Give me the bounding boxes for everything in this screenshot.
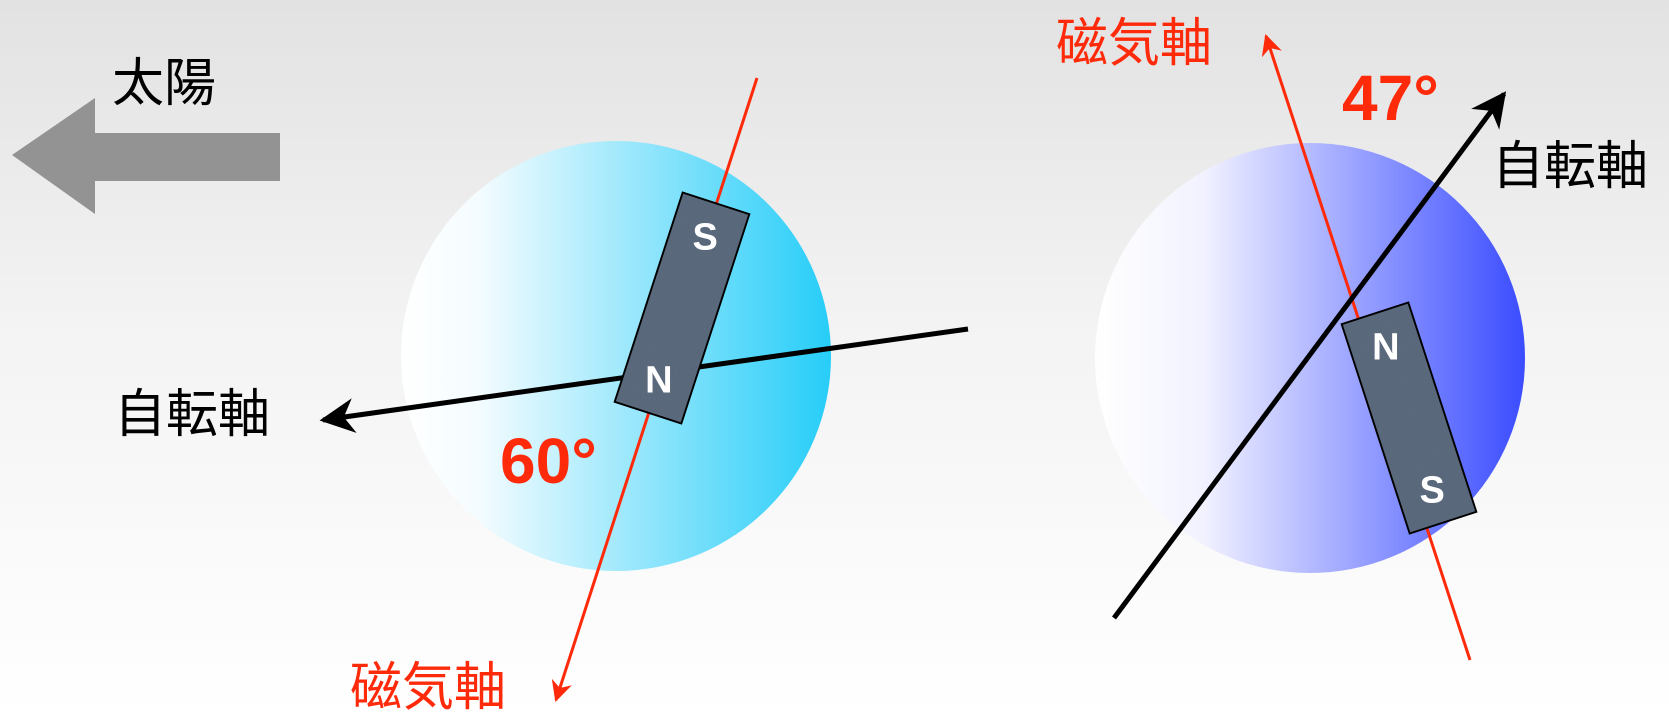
left-arrow-icon	[12, 98, 280, 214]
right-planet-group: N S 磁気軸 自転軸 47°	[1056, 14, 1648, 660]
right-tilt-angle: 47°	[1342, 62, 1439, 134]
left-magnetic-axis-label: 磁気軸	[350, 658, 506, 714]
left-rotation-axis-label: 自転軸	[114, 385, 270, 445]
sun-indicator: 太陽	[12, 54, 280, 214]
left-magnet-s-pole: S	[692, 217, 717, 259]
right-magnet-s-pole: S	[1419, 469, 1444, 511]
right-rotation-axis-label: 自転軸	[1492, 137, 1648, 197]
sun-label: 太陽	[112, 54, 216, 114]
left-magnet-n-pole: N	[645, 359, 672, 401]
right-magnetic-axis-label: 磁気軸	[1056, 14, 1212, 74]
right-magnet-n-pole: N	[1372, 327, 1399, 369]
left-tilt-angle: 60°	[500, 425, 597, 497]
